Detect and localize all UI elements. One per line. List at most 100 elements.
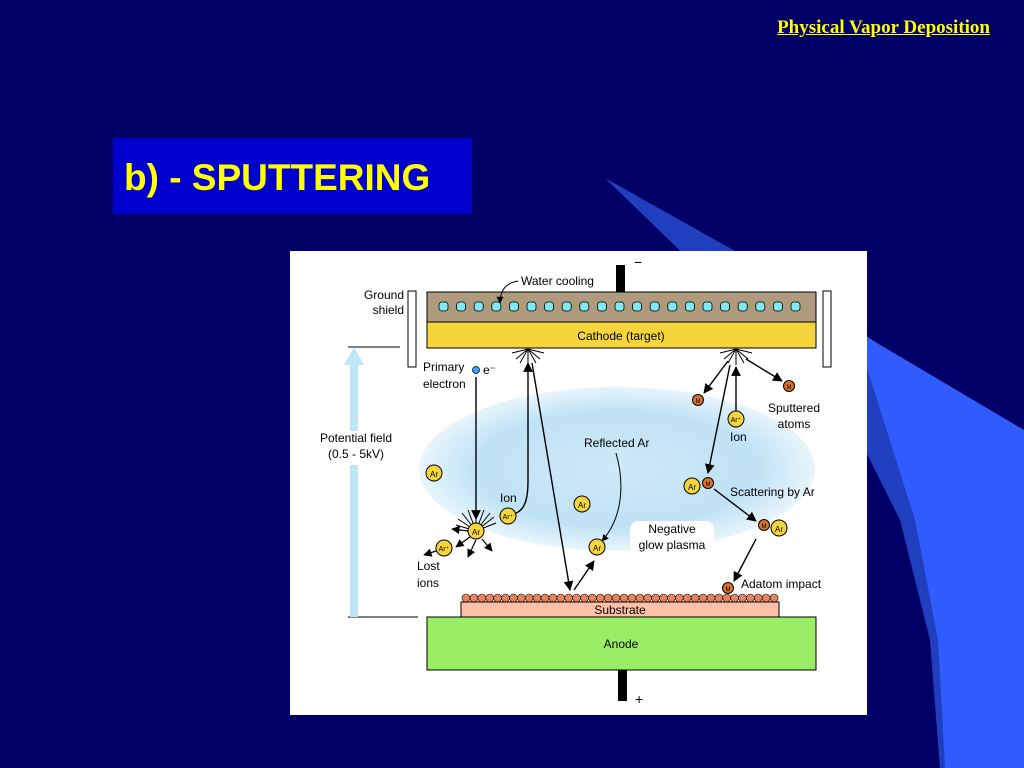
electron-symbol: e⁻ [483, 363, 496, 377]
cooling-channel [667, 301, 678, 312]
primary-electron-label-line2: electron [423, 377, 466, 391]
sputtering-diagram: − Cathode (target) Water cooling Ground … [290, 251, 867, 715]
lost-ion-arrow [423, 548, 437, 557]
sputter-arrow-left [703, 360, 729, 394]
film-atom [714, 593, 724, 603]
film-atom [674, 593, 684, 603]
water-cooling-label: Water cooling [521, 274, 594, 288]
sputtered-atoms-label-line2: atoms [778, 417, 811, 431]
film-atom [627, 593, 637, 603]
cathode-burst-left [511, 348, 545, 365]
ground-shield-left [407, 290, 417, 368]
cooling-channel [508, 301, 519, 312]
scatter-path-arrow [713, 488, 757, 522]
scatter-arrow-1 [455, 536, 471, 548]
potential-field-label-line2: (0.5 - 5kV) [328, 447, 384, 461]
argon-ion-left [499, 507, 517, 525]
film-atom [682, 593, 692, 603]
cooling-channel [596, 301, 607, 312]
scatter-arrow-4 [451, 525, 469, 535]
film-atom [556, 593, 566, 603]
negative-glow-label-line2: glow plasma [639, 538, 706, 552]
cooling-channel [702, 301, 713, 312]
film-atom [588, 593, 597, 603]
adatom-impact-label: Adatom impact [741, 577, 822, 591]
film-atom [532, 593, 542, 603]
metal-atom-2 [783, 380, 795, 392]
negative-glow-label-bg [630, 521, 714, 554]
scattering-by-ar-label: Scattering by Ar [730, 485, 815, 499]
potential-field-label-line1: Potential field [320, 431, 392, 445]
cathode-label: Cathode (target) [577, 329, 664, 343]
metal-atom-scatter-2 [758, 519, 770, 531]
lost-ions-label-line1: Lost [417, 559, 440, 573]
argon-ion-right [727, 410, 745, 428]
cooling-channel [438, 301, 449, 312]
metal-atom-scatter-1-label: M [706, 482, 711, 488]
electron-dot [472, 366, 480, 374]
film-atom [564, 593, 574, 603]
cathode-burst-right [719, 348, 753, 365]
ion-left-label: Ion [500, 491, 517, 505]
film-atom [769, 593, 779, 603]
film-atom [548, 593, 558, 603]
argon-atom-scatter-2 [770, 519, 788, 537]
cooling-channel [614, 301, 625, 312]
cooling-channel [473, 301, 484, 312]
film-atom [651, 593, 660, 603]
cooling-channels [438, 301, 801, 312]
negative-glow-label-line1: Negative [648, 522, 696, 536]
argon-atom-scatter-1 [683, 477, 701, 495]
film-atom [659, 593, 668, 603]
film-atom [611, 593, 621, 603]
film-atom [524, 593, 534, 603]
film-atom [619, 593, 629, 603]
metal-adatom-label: M [726, 587, 731, 593]
argon-atom-mid [573, 495, 591, 513]
film-atom [635, 593, 645, 603]
film-atom [603, 593, 613, 603]
argon-atom-free [425, 464, 443, 482]
cooling-channel [579, 301, 590, 312]
metal-atom-scatter-1 [702, 477, 714, 489]
adatom-path-arrow [733, 538, 757, 582]
scatter-arrow-3 [481, 538, 493, 552]
plus-sign: + [635, 691, 643, 707]
film-atom [746, 593, 755, 603]
decor-swoosh-bright [855, 330, 1024, 768]
cooling-channel [632, 301, 643, 312]
ion-right-label: Ion [730, 430, 747, 444]
film-atom [595, 593, 605, 603]
film-atom [706, 593, 716, 603]
header-link-physical-vapor-deposition[interactable]: Physical Vapor Deposition [777, 17, 990, 38]
argon-atom-scatter-1-label: Ar [688, 483, 696, 492]
cooling-channel [544, 301, 555, 312]
film-atom [509, 593, 518, 603]
film-atom [517, 593, 526, 603]
minus-sign: − [634, 254, 642, 270]
cooling-channel [526, 301, 537, 312]
film-atom [753, 593, 763, 603]
reflected-ar-pointer [601, 452, 622, 542]
ground-shield-label-line2: shield [373, 303, 404, 317]
potential-field-label-bg [312, 431, 402, 465]
cooling-channel [684, 301, 695, 312]
ground-shield-right [822, 290, 832, 368]
film-atom [477, 593, 487, 603]
title-box: b) - SPUTTERING [113, 138, 472, 214]
metal-atom-2-label: M [787, 385, 792, 391]
film-atom [485, 593, 494, 603]
cathode-lead [616, 265, 625, 293]
metal-atom-1-label: M [696, 399, 701, 405]
reflected-ar-label: Reflected Ar [584, 436, 649, 450]
cooling-channel [772, 301, 783, 312]
argon-atom-scatter-2-label: Ar [775, 525, 783, 534]
film-atom [572, 593, 581, 603]
diagram-svg: − Cathode (target) Water cooling Ground … [312, 254, 832, 707]
film-atom [722, 593, 732, 603]
cooling-channel [649, 301, 660, 312]
cooling-channel [491, 301, 502, 312]
sputtered-atoms-label-line1: Sputtered [768, 401, 820, 415]
primary-electron-label-line1: Primary [423, 360, 464, 374]
film-atom [461, 593, 471, 603]
